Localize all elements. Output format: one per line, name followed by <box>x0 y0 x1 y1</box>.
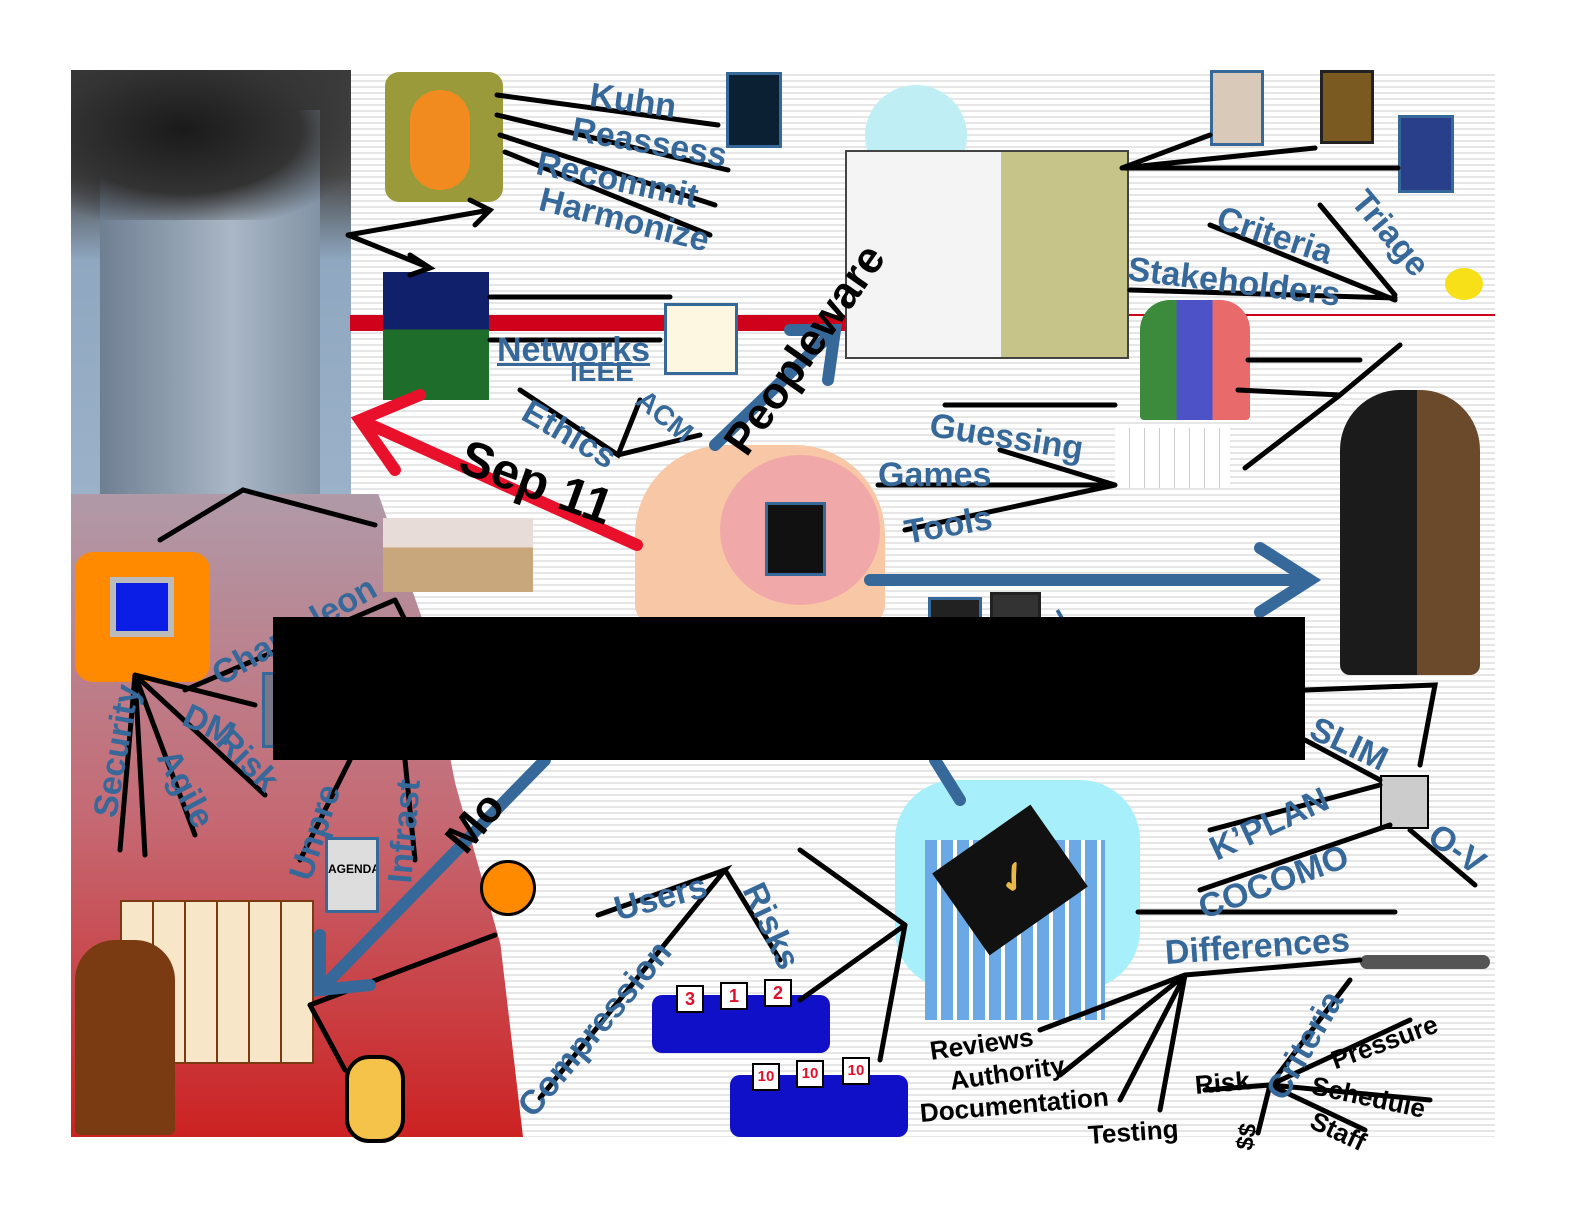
stakeholders-clipart <box>1140 300 1250 420</box>
night-road-clipart <box>383 272 489 400</box>
arrow <box>345 197 495 278</box>
score-badge: 1 <box>720 982 748 1010</box>
agenda-book-title: AGENDA <box>328 862 379 876</box>
score-badge: 2 <box>764 979 792 1007</box>
redaction-box <box>273 617 1305 760</box>
book-cover-2 <box>1320 70 1374 144</box>
peopleware-arrow <box>709 324 842 451</box>
arrow <box>1302 682 1439 768</box>
connector <box>1119 132 1401 171</box>
connector <box>537 864 783 1101</box>
computer-screen <box>110 577 174 637</box>
right-arrow <box>864 542 1322 618</box>
label-ieee: IEEE <box>570 356 634 387</box>
connector <box>1202 977 1433 1136</box>
label-networks: Networks <box>497 331 651 369</box>
tug-of-war-clipart <box>345 1055 405 1143</box>
smoke-image <box>71 70 351 220</box>
dracula-clipart <box>1340 390 1480 675</box>
label-infrast: Infrast <box>381 777 428 885</box>
desktop-computer-clipart <box>1380 775 1429 829</box>
book-cover-3 <box>1398 115 1454 193</box>
gantt-chart-clipart <box>1115 428 1230 488</box>
red-line <box>1125 314 1495 316</box>
score-badge: 10 <box>842 1057 870 1085</box>
connector <box>1037 957 1363 1113</box>
balance-figure-clipart <box>1360 955 1490 969</box>
agenda-book: AGENDA <box>325 837 379 913</box>
score-badge: 10 <box>752 1063 780 1091</box>
programmer-clipart <box>845 150 1129 359</box>
label-games: Games <box>878 456 992 494</box>
stopwatch-clipart <box>480 860 536 916</box>
connector <box>875 402 1118 533</box>
arrow <box>1235 342 1403 471</box>
arrow <box>307 932 498 1073</box>
presenter-figure <box>75 940 175 1135</box>
connector <box>494 92 731 238</box>
down-arrow <box>929 754 966 806</box>
connector <box>117 672 268 858</box>
meeting-clipart <box>383 518 533 592</box>
label-money: $$ <box>1231 1121 1263 1153</box>
book-cover-kuhn <box>726 72 782 148</box>
network-image <box>664 303 738 375</box>
connector <box>1127 202 1398 303</box>
arrow <box>157 487 378 543</box>
sep11-arrow <box>350 389 643 551</box>
lightbulb-figure-clipart <box>1445 268 1483 300</box>
label-testing: Testing <box>1086 1113 1180 1150</box>
label-balance-risk: Risk <box>1193 1065 1252 1100</box>
connector <box>487 294 703 459</box>
arrow <box>797 847 908 1063</box>
connector <box>1197 737 1478 893</box>
book-cover-1 <box>1210 70 1264 146</box>
connector <box>297 757 418 863</box>
score-badge: 10 <box>796 1060 824 1088</box>
badge-book-cover <box>765 502 826 576</box>
mo-arrow <box>314 754 551 997</box>
thinker-head <box>410 90 470 190</box>
score-badge: 3 <box>676 985 704 1013</box>
